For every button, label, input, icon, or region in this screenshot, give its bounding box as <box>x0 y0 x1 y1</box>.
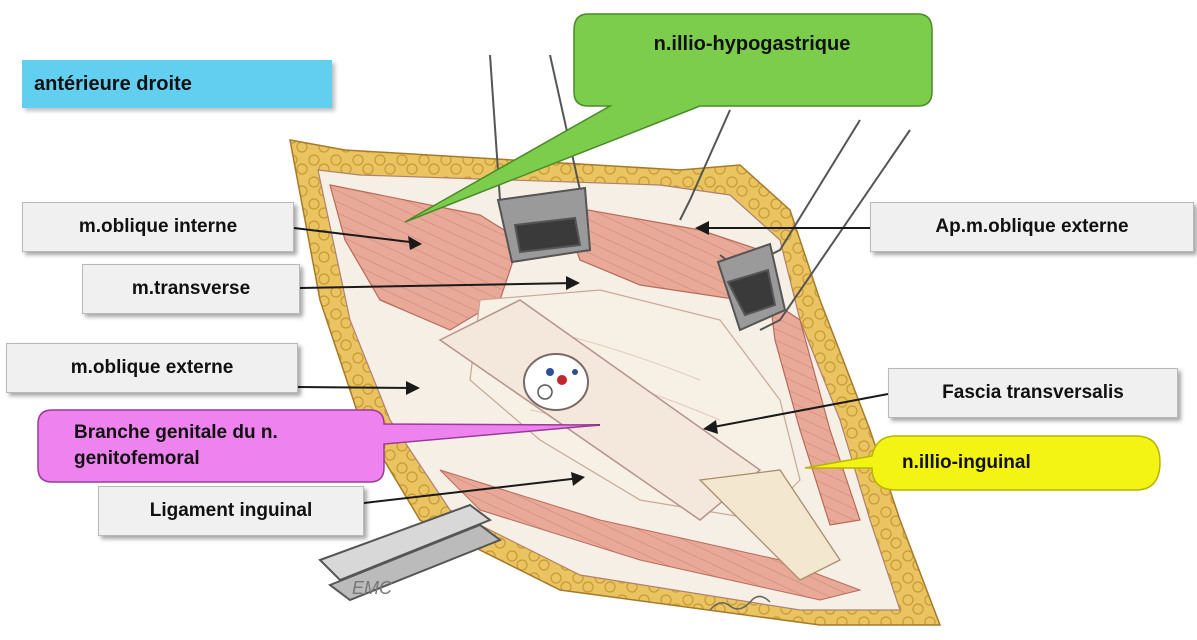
callout-branche-genitale: Branche genitale du n. genitofemoral <box>40 412 380 482</box>
label-ligament-inguinal: Ligament inguinal <box>98 486 364 536</box>
cord-vessel-red <box>557 375 567 385</box>
label-fascia-transversalis: Fascia transversalis <box>888 368 1178 418</box>
label-ap-oblique-externe: Ap.m.oblique externe <box>870 202 1194 252</box>
callout-illio-hypogastrique: n.illio-hypogastrique <box>574 14 930 74</box>
cord-vessel-blue-2 <box>572 369 578 375</box>
callout-illio-inguinal: n.illio-inguinal <box>872 438 1158 488</box>
label-oblique-interne: m.oblique interne <box>22 202 294 252</box>
emc-signature: EMC <box>352 578 392 599</box>
page-title: antérieure droite <box>22 60 332 108</box>
callout-branche-line-2: genitofemoral <box>74 446 380 472</box>
label-oblique-externe: m.oblique externe <box>6 343 298 393</box>
callout-branche-line-1: Branche genitale du n. <box>74 420 380 446</box>
label-transverse: m.transverse <box>82 264 300 314</box>
cord-cut-end <box>524 354 588 410</box>
cord-vessel-blue <box>546 368 554 376</box>
